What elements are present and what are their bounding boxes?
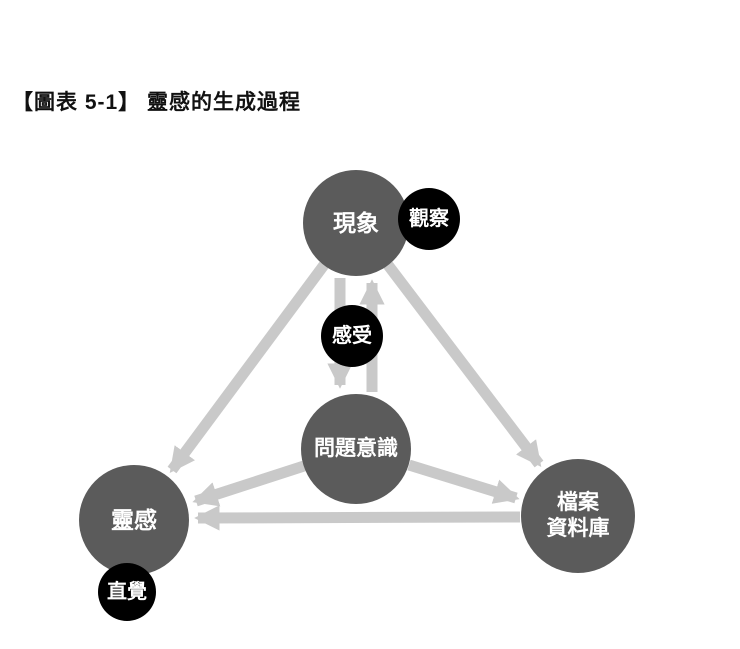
node-observation: 觀察 (398, 188, 460, 250)
node-phenomenon-label: 現象 (333, 209, 379, 236)
arrow-phenomenon-to-archive (383, 261, 544, 468)
node-archive-line2: 資料庫 (546, 517, 610, 540)
node-observation-label: 觀察 (409, 207, 449, 230)
arrow-phenomenon-to-inspiration (167, 261, 329, 474)
node-intuition-label: 直覺 (107, 580, 147, 603)
node-inspiration: 靈感 (79, 465, 189, 575)
arrow-problem-to-inspiration (192, 460, 306, 507)
node-problem-awareness-label: 問題意識 (314, 436, 398, 460)
figure-title: 【圖表 5-1】 靈感的生成過程 (12, 91, 302, 114)
node-intuition: 直覺 (98, 563, 156, 621)
arrow-archive-to-inspiration (194, 505, 521, 531)
node-feeling: 感受 (321, 305, 383, 367)
node-archive-database: 檔案 資料庫 (521, 459, 635, 573)
node-archive-line1: 檔案 (557, 490, 599, 514)
node-inspiration-label: 靈感 (111, 506, 157, 533)
node-phenomenon: 現象 (303, 170, 409, 276)
node-feeling-label: 感受 (332, 324, 372, 347)
node-archive-database-label: 檔案 資料庫 (547, 490, 610, 543)
node-problem-awareness: 問題意識 (301, 394, 411, 504)
arrow-problem-to-archive (407, 459, 520, 504)
